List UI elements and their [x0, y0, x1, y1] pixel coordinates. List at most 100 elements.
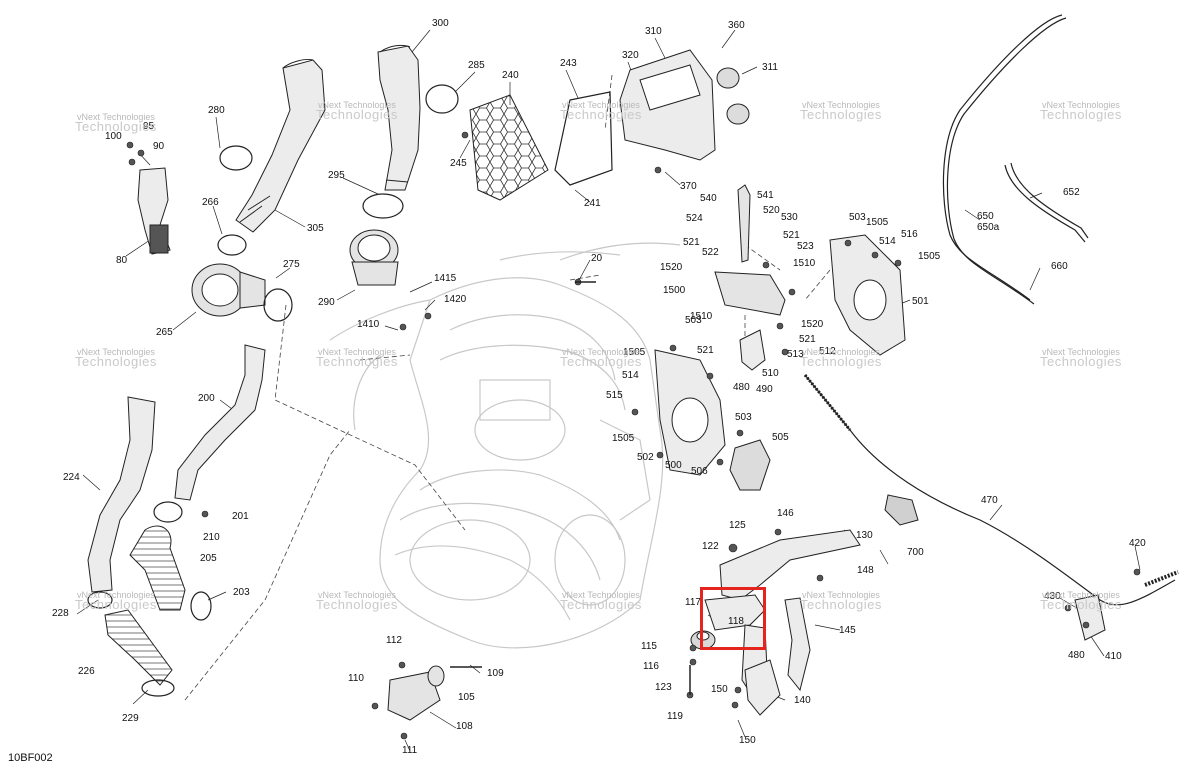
callout-521-b[interactable]: 521 — [783, 230, 800, 241]
callout-245[interactable]: 245 — [450, 158, 467, 169]
callout-1510-b[interactable]: 1510 — [690, 311, 713, 322]
callout-295[interactable]: 295 — [328, 170, 345, 181]
callout-145[interactable]: 145 — [839, 625, 856, 636]
callout-205[interactable]: 205 — [200, 553, 217, 564]
callout-523[interactable]: 523 — [797, 241, 814, 252]
callout-501[interactable]: 501 — [912, 296, 929, 307]
callout-110[interactable]: 110 — [348, 673, 364, 684]
callout-310[interactable]: 310 — [645, 26, 662, 37]
callout-300[interactable]: 300 — [432, 18, 449, 29]
callout-266[interactable]: 266 — [202, 197, 219, 208]
callout-226[interactable]: 226 — [78, 666, 95, 677]
callout-500[interactable]: 500 — [665, 460, 682, 471]
callout-700[interactable]: 700 — [907, 547, 924, 558]
callout-521-c[interactable]: 521 — [799, 334, 816, 345]
callout-109[interactable]: 109 — [487, 668, 504, 679]
callout-650[interactable]: 650 — [977, 211, 994, 222]
callout-1415[interactable]: 1415 — [434, 273, 457, 284]
callout-1505-c[interactable]: 1505 — [623, 347, 646, 358]
callout-148[interactable]: 148 — [857, 565, 874, 576]
callout-112[interactable]: 112 — [386, 635, 402, 646]
callout-1505-d[interactable]: 1505 — [612, 433, 635, 444]
callout-241[interactable]: 241 — [584, 198, 601, 209]
callout-514-a[interactable]: 514 — [879, 236, 896, 247]
callout-123[interactable]: 123 — [655, 682, 672, 693]
callout-503-a[interactable]: 503 — [849, 212, 866, 223]
callout-505[interactable]: 505 — [772, 432, 789, 443]
callout-470[interactable]: 470 — [981, 495, 998, 506]
callout-503-b[interactable]: 503 — [685, 315, 702, 326]
callout-1520-a[interactable]: 1520 — [660, 262, 683, 273]
callout-540[interactable]: 540 — [700, 193, 717, 204]
callout-1510-a[interactable]: 1510 — [793, 258, 816, 269]
callout-290[interactable]: 290 — [318, 297, 335, 308]
callout-480-a[interactable]: 480 — [733, 382, 750, 393]
callout-1500[interactable]: 1500 — [663, 285, 686, 296]
selected-part-highlight[interactable] — [700, 587, 766, 650]
callout-516[interactable]: 516 — [901, 229, 918, 240]
callout-90[interactable]: 90 — [153, 141, 165, 152]
callout-201[interactable]: 201 — [232, 511, 249, 522]
callout-280[interactable]: 280 — [208, 105, 225, 116]
callout-146[interactable]: 146 — [777, 508, 794, 519]
callout-20[interactable]: 20 — [591, 253, 603, 264]
callout-224[interactable]: 224 — [63, 472, 80, 483]
callout-115[interactable]: 115 — [641, 641, 657, 652]
callout-100[interactable]: 100 — [105, 131, 122, 142]
callout-305[interactable]: 305 — [307, 223, 324, 234]
callout-530[interactable]: 530 — [781, 212, 798, 223]
callout-105[interactable]: 105 — [458, 692, 475, 703]
callout-150-a[interactable]: 150 — [711, 684, 728, 695]
callout-650a[interactable]: 650a — [977, 222, 1000, 233]
callout-512[interactable]: 512 — [819, 346, 836, 357]
callout-125[interactable]: 125 — [729, 520, 746, 531]
callout-506[interactable]: 506 — [691, 466, 708, 477]
callout-1410[interactable]: 1410 — [357, 319, 380, 330]
callout-370[interactable]: 370 — [680, 181, 697, 192]
callout-652[interactable]: 652 — [1063, 187, 1080, 198]
callout-111[interactable]: 111 — [402, 745, 418, 756]
callout-1420[interactable]: 1420 — [444, 294, 467, 305]
callout-118[interactable]: 118 — [728, 616, 744, 627]
callout-510[interactable]: 510 — [762, 368, 779, 379]
callout-502[interactable]: 502 — [637, 452, 654, 463]
callout-285[interactable]: 285 — [468, 60, 485, 71]
callout-490[interactable]: 490 — [756, 384, 773, 395]
callout-130[interactable]: 130 — [856, 530, 873, 541]
callout-116[interactable]: 116 — [643, 661, 659, 672]
callout-503-c[interactable]: 503 — [735, 412, 752, 423]
callout-311[interactable]: 311 — [762, 62, 778, 73]
callout-203[interactable]: 203 — [233, 587, 250, 598]
callout-521-a[interactable]: 521 — [683, 237, 700, 248]
callout-410[interactable]: 410 — [1105, 651, 1122, 662]
callout-420[interactable]: 420 — [1129, 538, 1146, 549]
callout-430[interactable]: 430 — [1044, 591, 1061, 602]
callout-240[interactable]: 240 — [502, 70, 519, 81]
callout-200[interactable]: 200 — [198, 393, 215, 404]
callout-1505-b[interactable]: 1505 — [918, 251, 941, 262]
callout-514-b[interactable]: 514 — [622, 370, 639, 381]
callout-541[interactable]: 541 — [757, 190, 774, 201]
callout-122[interactable]: 122 — [702, 541, 719, 552]
callout-360[interactable]: 360 — [728, 20, 745, 31]
callout-524[interactable]: 524 — [686, 213, 703, 224]
callout-265[interactable]: 265 — [156, 327, 173, 338]
callout-660[interactable]: 660 — [1051, 261, 1068, 272]
callout-320[interactable]: 320 — [622, 50, 639, 61]
callout-1520-b[interactable]: 1520 — [801, 319, 824, 330]
callout-1505-a[interactable]: 1505 — [866, 217, 889, 228]
callout-150-b[interactable]: 150 — [739, 735, 756, 746]
callout-210[interactable]: 210 — [203, 532, 220, 543]
callout-480-b[interactable]: 480 — [1068, 650, 1085, 661]
callout-80[interactable]: 80 — [116, 255, 128, 266]
callout-228[interactable]: 228 — [52, 608, 69, 619]
callout-522[interactable]: 522 — [702, 247, 719, 258]
callout-513[interactable]: 513 — [787, 349, 804, 360]
callout-95[interactable]: 95 — [143, 121, 155, 132]
callout-243[interactable]: 243 — [560, 58, 577, 69]
callout-119[interactable]: 119 — [667, 711, 683, 722]
callout-275[interactable]: 275 — [283, 259, 300, 270]
callout-520[interactable]: 520 — [763, 205, 780, 216]
callout-515[interactable]: 515 — [606, 390, 623, 401]
callout-108[interactable]: 108 — [456, 721, 473, 732]
